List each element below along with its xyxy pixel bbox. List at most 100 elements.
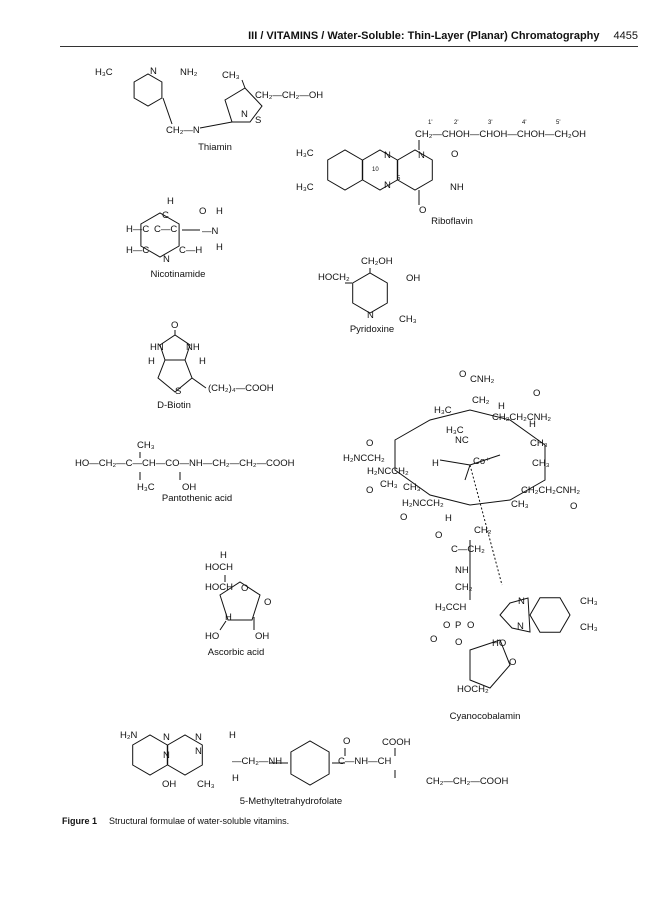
- atom-label: 10: [372, 167, 379, 173]
- bond: [469, 454, 501, 466]
- atom-label: C—CH₂: [451, 544, 485, 555]
- atom-label: H₂NCCH₂: [343, 453, 385, 464]
- atom-label: H₃C: [446, 425, 464, 436]
- atom-label: O: [467, 620, 474, 631]
- atom-label: N: [367, 310, 374, 321]
- atom-label: OH: [182, 482, 196, 493]
- atom-label: N: [150, 66, 157, 77]
- atom-label: H: [232, 773, 239, 784]
- riboflavin-ring-c: [397, 149, 433, 191]
- riboflavin-ring-b: [362, 149, 398, 191]
- atom-label: H: [148, 356, 155, 367]
- atom-label: CH₂: [455, 582, 473, 593]
- atom-label: CH₃: [197, 779, 215, 790]
- atom-label: O: [459, 369, 466, 380]
- atom-label: COOH: [382, 737, 411, 748]
- atom-label: C—H: [179, 245, 202, 256]
- atom-label: CH₂—N: [166, 125, 200, 136]
- atom-label: HOCH: [205, 582, 233, 593]
- atom-label: HO: [205, 631, 219, 642]
- atom-label: O: [264, 597, 271, 608]
- atom-label: CH₂OH: [361, 256, 393, 267]
- bond: [219, 620, 227, 631]
- atom-label: O: [241, 583, 248, 594]
- atom-label: H: [432, 458, 439, 469]
- atom-label: O: [570, 501, 577, 512]
- atom-label: 2': [454, 120, 458, 126]
- atom-label: O: [509, 657, 516, 668]
- atom-label: CH₃: [137, 440, 155, 451]
- compound-name: 5-Methyltetrahydrofolate: [240, 796, 342, 807]
- atom-label: N: [517, 621, 524, 632]
- atom-label: H: [445, 513, 452, 524]
- atom-label: HO: [492, 638, 506, 649]
- biotin-imidazolidine-ring: [159, 334, 191, 361]
- atom-label: 5: [397, 176, 401, 182]
- compound-name: Cyanocobalamin: [450, 711, 521, 722]
- atom-label: —N: [202, 226, 219, 237]
- atom-label: N: [518, 596, 525, 607]
- atom-label: O: [430, 634, 437, 645]
- compound-name: Nicotinamide: [151, 269, 206, 280]
- biotin-thiophane-ring: [157, 359, 193, 393]
- atom-label: H₃C: [95, 67, 113, 78]
- atom-label: N: [163, 750, 170, 761]
- folate-benzene-ring: [290, 740, 330, 786]
- bond: [241, 79, 246, 89]
- atom-label: CH₂: [472, 395, 490, 406]
- riboflavin-ring-a: [327, 149, 363, 191]
- atom-label: C—C: [154, 224, 177, 235]
- atom-label: H: [216, 206, 223, 217]
- header-title: III / VITAMINS / Water-Soluble: Thin-Lay…: [248, 30, 600, 42]
- atom-label: H: [229, 730, 236, 741]
- atom-label: H₂NCCH₂: [367, 466, 409, 477]
- bond: [199, 121, 233, 129]
- atom-label: CH₂CH₂CNH₂: [521, 485, 580, 496]
- atom-label: CH₃: [380, 479, 398, 490]
- atom-label: H—C: [126, 224, 149, 235]
- atom-label: H₂N: [120, 730, 138, 741]
- atom-label: H—C: [126, 245, 149, 256]
- thiamin-pyrimidine-ring: [133, 73, 163, 107]
- atom-label: O: [171, 320, 178, 331]
- atom-label: N: [384, 180, 391, 191]
- running-header: III / VITAMINS / Water-Soluble: Thin-Lay…: [0, 30, 638, 42]
- atom-label: CH₃: [532, 458, 550, 469]
- atom-label: H₂NCCH₂: [402, 498, 444, 509]
- atom-label: CH₂—CH₂—OH: [255, 90, 323, 101]
- pterin-ring-b: [167, 734, 203, 776]
- atom-label: H: [167, 196, 174, 207]
- atom-label: N: [163, 732, 170, 743]
- header-rule: [60, 46, 638, 47]
- atom-label: O: [419, 205, 426, 216]
- atom-label: O: [443, 620, 450, 631]
- page-number: 4455: [613, 30, 638, 42]
- atom-label: CH₃: [580, 622, 598, 633]
- atom-label: CH₃: [580, 596, 598, 607]
- atom-label: O: [400, 512, 407, 523]
- compound-name: D-Biotin: [157, 400, 191, 411]
- atom-label: OH: [162, 779, 176, 790]
- co-to-benzimidazole: [469, 464, 503, 586]
- atom-label: CH₃: [222, 70, 240, 81]
- caption-text: Structural formulae of water-soluble vit…: [109, 816, 290, 826]
- atom-label: NH: [186, 342, 200, 353]
- atom-label: H₃CCH: [435, 602, 466, 613]
- atom-label: O: [435, 530, 442, 541]
- atom-label: N: [384, 150, 391, 161]
- atom-label: H: [498, 401, 505, 412]
- atom-label: H₃C: [434, 405, 452, 416]
- atom-label: HOCH₂: [457, 684, 489, 695]
- bond: [162, 97, 173, 125]
- atom-label: N: [418, 150, 425, 161]
- compound-name: Pyridoxine: [350, 324, 394, 335]
- pyridoxine-ring: [352, 272, 388, 314]
- bond: [464, 464, 471, 481]
- atom-label: H: [225, 612, 232, 623]
- atom-label: H: [216, 242, 223, 253]
- compound-name: Ascorbic acid: [208, 647, 265, 658]
- atom-label: N: [241, 109, 248, 120]
- atom-label: N: [195, 732, 202, 743]
